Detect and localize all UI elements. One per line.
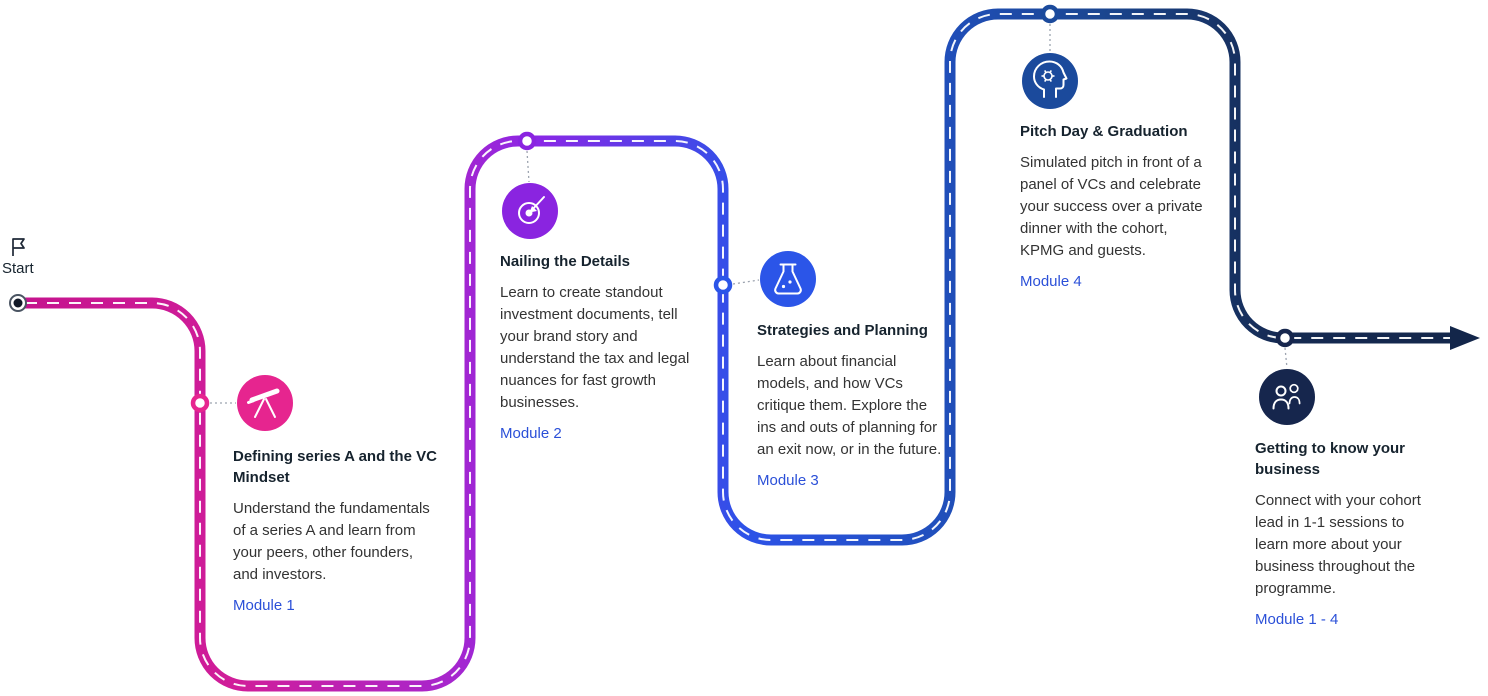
module-4-description: Simulated pitch in front of a panel of V… [1020, 154, 1203, 259]
module-4-link[interactable]: Module 4 [1020, 273, 1082, 290]
module-2-title: Nailing the Details [500, 253, 631, 270]
module-3-title: Strategies and Planning [757, 322, 928, 339]
module-5-title: Getting to know your business [1255, 440, 1405, 478]
start-label: Start [2, 260, 34, 277]
module-1-description: Understand the fundamentals of a series … [233, 500, 430, 583]
target-arrow-icon [502, 183, 558, 239]
road-centerline [25, 13, 1452, 687]
module-4-title: Pitch Day & Graduation [1020, 123, 1188, 140]
module-5-description: Connect with your cohort lead in 1-1 ses… [1255, 492, 1421, 597]
module-1-title: Defining series A and the VC Mindset [233, 448, 437, 486]
node-module-3 [713, 275, 733, 295]
module-card-2: Nailing the Details Learn to create stan… [500, 251, 700, 444]
module-1-link[interactable]: Module 1 [233, 597, 295, 614]
module-2-link[interactable]: Module 2 [500, 425, 562, 442]
module-card-1: Defining series A and the VC Mindset Und… [233, 446, 441, 616]
road-end-arrow [1450, 326, 1480, 350]
node-module-5 [1275, 328, 1295, 348]
module-card-5: Getting to know your business Connect wi… [1255, 438, 1435, 630]
flask-icon [760, 251, 816, 307]
module-card-4: Pitch Day & Graduation Simulated pitch i… [1020, 121, 1206, 292]
node-connectors [210, 24, 1288, 404]
node-module-4 [1040, 4, 1060, 24]
people-icon [1259, 369, 1315, 425]
telescope-icon [237, 375, 293, 431]
module-5-link[interactable]: Module 1 - 4 [1255, 611, 1339, 628]
head-gear-icon [1022, 53, 1078, 109]
module-3-link[interactable]: Module 3 [757, 472, 819, 489]
module-3-description: Learn about financial models, and how VC… [757, 353, 942, 458]
module-card-3: Strategies and Planning Learn about fina… [757, 320, 949, 491]
node-module-1 [190, 393, 210, 413]
module-2-description: Learn to create standout investment docu… [500, 284, 690, 411]
flag-icon [12, 238, 25, 256]
start-marker [9, 294, 27, 312]
node-module-2 [517, 131, 537, 151]
